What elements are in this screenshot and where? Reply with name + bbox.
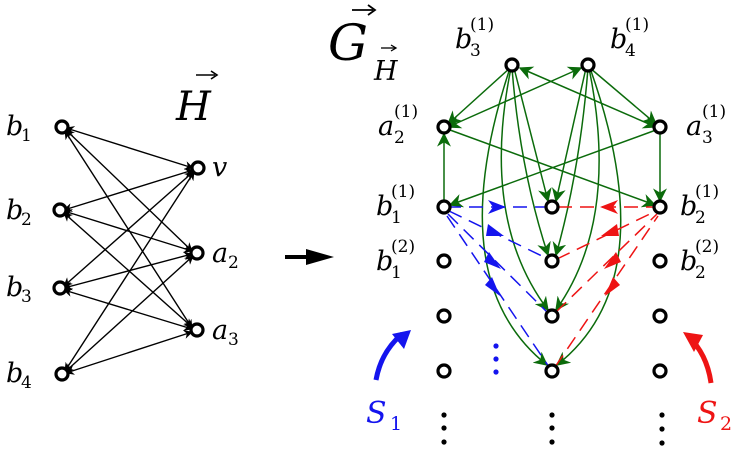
label-b1-1-sub: 1	[391, 208, 402, 228]
set-s2: S 2	[683, 332, 732, 435]
node-b3-1	[504, 57, 520, 73]
label-b2-2: b	[680, 246, 697, 277]
node-a2	[189, 245, 205, 261]
right-title-arrowhead-icon	[367, 4, 377, 16]
node-mid-1	[544, 199, 560, 215]
node-right-3	[652, 308, 668, 324]
label-a2: a	[212, 238, 228, 269]
label-b2-2-sub: 2	[695, 263, 706, 283]
node-mid-2	[544, 253, 560, 269]
label-a2-sub: 2	[228, 253, 239, 273]
label-b2-1: b	[680, 191, 697, 222]
set-s1: S 1	[366, 330, 411, 435]
node-b3	[52, 280, 68, 296]
s2-arrowhead-icon	[683, 332, 703, 352]
node-a2-1	[436, 119, 452, 135]
right-graph-labels: b 3 (1) b 4 (1) a 2 (1) a 3 (1) b 1 (1) …	[376, 15, 726, 283]
left-column-ellipsis-icon	[441, 412, 447, 445]
label-s2: S	[697, 396, 718, 431]
label-b1-2-sub: 1	[391, 263, 402, 283]
right-graph-nodes	[436, 57, 668, 379]
label-b4-1-sub: 4	[625, 41, 636, 61]
label-b1-1-sup: (1)	[391, 182, 415, 202]
label-s2-sub: 2	[720, 413, 732, 435]
left-graph-edges	[63, 126, 195, 375]
label-a3-1-sup: (1)	[702, 102, 726, 122]
left-graph: b 1 b 2 b 3 b 4 v a 2 a 3 H	[6, 70, 239, 393]
label-b4-1-sup: (1)	[625, 15, 649, 35]
left-graph-nodes	[52, 119, 206, 382]
label-b1-2-sup: (2)	[391, 237, 415, 257]
label-a2-1-sub: 2	[394, 128, 405, 148]
left-graph-labels: b 1 b 2 b 3 b 4 v a 2 a 3 H	[6, 70, 239, 393]
right-graph-title-subscript: H	[373, 56, 398, 87]
node-b4	[54, 366, 70, 382]
blue-ellipsis-icon	[493, 343, 499, 375]
right-graph: G H	[328, 4, 732, 446]
label-a2-1-sup: (1)	[394, 102, 418, 122]
node-mid-4	[544, 363, 560, 379]
right-column-ellipsis-icon	[659, 412, 665, 446]
label-b1-sub: 1	[21, 126, 32, 146]
node-b1-1	[436, 199, 452, 215]
label-b1: b	[6, 111, 23, 142]
label-b4: b	[6, 358, 23, 389]
node-b2-2	[652, 253, 668, 269]
middle-column-ellipsis-icon	[549, 412, 555, 445]
blue-dashed-edges	[446, 200, 550, 368]
label-b3-1: b	[455, 24, 472, 55]
label-b1-2: b	[376, 246, 393, 277]
label-b3-1-sup: (1)	[470, 15, 494, 35]
left-graph-title: H	[175, 84, 212, 130]
right-graph-title: G	[328, 14, 368, 72]
red-dashed-edges	[554, 200, 659, 368]
vertical-ellipses	[441, 343, 665, 446]
node-b1	[54, 119, 70, 135]
label-s1: S	[366, 396, 387, 431]
node-left-3	[436, 308, 452, 324]
node-b4-1	[580, 57, 596, 73]
s1-arrowhead-icon	[392, 330, 411, 349]
node-v	[190, 160, 206, 176]
node-a3	[189, 322, 205, 338]
label-s1-sub: 1	[390, 413, 402, 435]
label-b2-2-sup: (2)	[695, 237, 719, 257]
label-v: v	[212, 152, 227, 183]
node-right-4	[652, 363, 668, 379]
label-b2-sub: 2	[21, 210, 32, 230]
label-a3-sub: 3	[228, 330, 239, 350]
label-b3-sub: 3	[21, 287, 32, 307]
label-b2-1-sub: 2	[695, 208, 706, 228]
green-edges	[437, 66, 667, 366]
label-b3-1-sub: 3	[470, 41, 481, 61]
label-a2-1: a	[378, 111, 394, 142]
title-vector-arrowhead-icon	[210, 70, 219, 80]
node-b2	[52, 202, 68, 218]
transform-arrow-icon	[285, 249, 334, 265]
label-a3-1-sub: 3	[702, 128, 713, 148]
node-b2-1	[652, 199, 668, 215]
label-b2: b	[6, 195, 23, 226]
node-a3-1	[652, 119, 668, 135]
node-mid-3	[544, 308, 560, 324]
node-left-4	[436, 363, 452, 379]
label-a3: a	[212, 315, 228, 346]
subscript-arrowhead-icon	[390, 44, 398, 52]
label-b3: b	[6, 272, 23, 303]
label-b4-sub: 4	[21, 373, 32, 393]
node-b1-2	[436, 253, 452, 269]
label-a3-1: a	[686, 111, 702, 142]
label-b1-1: b	[376, 191, 393, 222]
label-b4-1: b	[610, 24, 627, 55]
label-b2-1-sup: (1)	[695, 182, 719, 202]
